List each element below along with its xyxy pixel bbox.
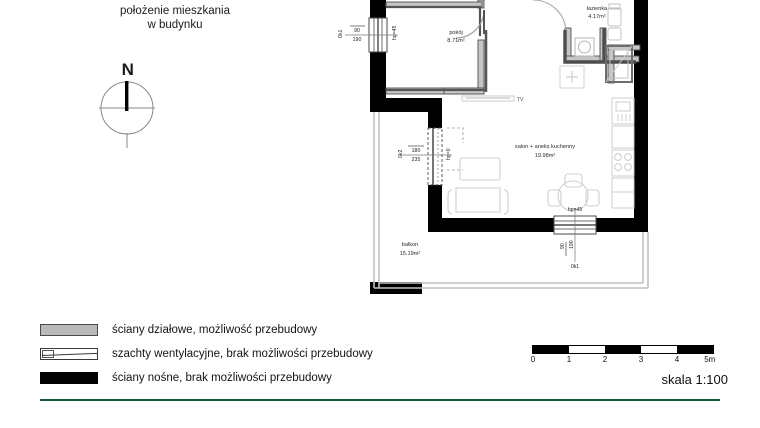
room-label-lazienka-name: łazienka (587, 6, 608, 12)
scale-segment-0 (533, 346, 569, 353)
opening-tag-0: 0k1 (338, 30, 344, 38)
opening-window-top-left (345, 17, 398, 53)
room-label-pokoj-name: pokój (449, 30, 462, 36)
room-label-salon-area: 19.98m² (535, 153, 556, 159)
room-label-balkon-area: 15.19m² (400, 251, 421, 257)
opening-tag-2: 0k1 (571, 264, 579, 270)
opening-sill-2: hp=45 (568, 207, 583, 213)
salon-furniture (447, 95, 600, 215)
opening-sill-1: hp=0 (446, 148, 452, 160)
north-label: N (121, 60, 135, 79)
room-balkon (373, 112, 649, 289)
scale-tick-0: 0 (530, 355, 536, 364)
scale-bar: 0 1 2 3 4 5m skala 1:100 (530, 345, 732, 387)
scale-caption: skala 1:100 (661, 372, 729, 387)
scale-tick-3: 3 (638, 355, 644, 364)
opening-tag-1: 0k2 (398, 150, 404, 158)
scale-tick-4: 4 (674, 355, 680, 364)
partition-wall-swatch (40, 324, 98, 336)
room-label-lazienka-area: 4.17m² (588, 14, 606, 20)
page-title-line2: w budynku (147, 19, 203, 31)
opening-width-2: 90 (560, 243, 566, 249)
footer-divider (40, 399, 720, 401)
room-label-salon-name: salon + aneks kuchenny (515, 144, 575, 150)
compass-rose-icon (99, 81, 155, 148)
room-label-pokoj-area: 8.71m² (447, 38, 465, 44)
room-pokoj (386, 5, 488, 92)
scale-tick-5: 5m (704, 355, 716, 364)
scale-segment-1 (569, 346, 605, 353)
legend-item-shaft: szachty wentylacyjne, brak możliwości pr… (40, 342, 460, 366)
scale-segment-4 (677, 346, 713, 353)
legend-item-bearing: ściany nośne, brak możliwości przebudowy (40, 366, 460, 390)
legend-label-shaft: szachty wentylacyjne, brak możliwości pr… (112, 347, 373, 360)
room-label-balkon-name: balkon (402, 242, 418, 248)
legend-item-partition: ściany działowe, możliwość przebudowy (40, 318, 460, 342)
scale-tick-labels: 0 1 2 3 4 5m (530, 355, 716, 368)
opening-height-2: 190 (569, 240, 575, 249)
opening-height-1: 235 (412, 157, 421, 163)
scale-segment-3 (641, 346, 677, 353)
ventilation-shaft-swatch (40, 348, 98, 360)
opening-sill-0: hp=45 (392, 25, 398, 40)
opening-window-bottom (553, 208, 597, 262)
opening-width-1: 180 (412, 148, 421, 154)
opening-width-0: 90 (354, 28, 360, 34)
opening-height-0: 190 (353, 37, 362, 43)
legend-label-partition: ściany działowe, możliwość przebudowy (112, 323, 318, 336)
legend: ściany działowe, możliwość przebudowy sz… (40, 318, 460, 390)
north-arrow: N (78, 60, 178, 150)
scale-bar-graphic (532, 345, 714, 354)
kitchen-fixtures (611, 97, 635, 209)
tv-label: TV (517, 97, 524, 103)
opening-door-balcony (400, 127, 464, 186)
room-lazienka (533, 0, 636, 89)
legend-label-bearing: ściany nośne, brak możliwości przebudowy (112, 371, 332, 384)
page-title: położenie mieszkania w budynku (40, 4, 310, 32)
scale-tick-2: 2 (602, 355, 608, 364)
bearing-wall-swatch (40, 372, 98, 384)
scale-segment-2 (605, 346, 641, 353)
scale-tick-1: 1 (566, 355, 572, 364)
page-title-line1: położenie mieszkania (120, 5, 230, 17)
